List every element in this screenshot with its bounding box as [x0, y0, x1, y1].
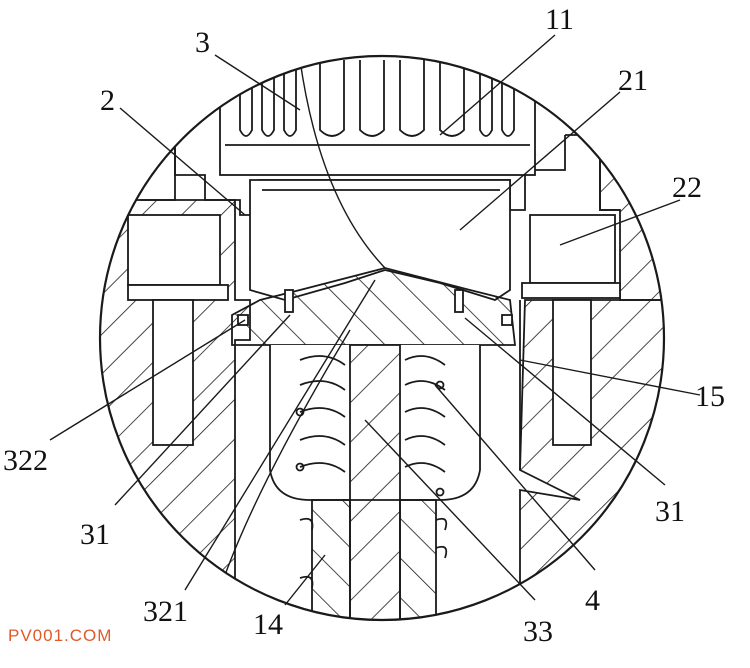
- label-11: 11: [545, 3, 574, 36]
- leader-lines: [49, 34, 701, 606]
- guide-14-left: [311, 499, 351, 620]
- label-4: 4: [585, 584, 600, 617]
- watermark: PV001.COM: [8, 626, 113, 645]
- label-31-left: 31: [80, 518, 110, 551]
- detail-circle: [98, 54, 666, 622]
- label-15: 15: [695, 380, 725, 413]
- left-insert: [127, 214, 221, 286]
- fins: [239, 60, 515, 137]
- label-2: 2: [100, 84, 115, 117]
- label-31-right: 31: [655, 495, 685, 528]
- housing-right-wall: [519, 299, 664, 620]
- guide-14-right: [399, 499, 437, 620]
- label-21: 21: [618, 64, 648, 97]
- label-3: 3: [195, 26, 210, 59]
- right-insert: [529, 214, 616, 284]
- label-33: 33: [523, 615, 553, 648]
- shaft-33: [349, 344, 401, 620]
- label-22: 22: [672, 171, 702, 204]
- label-322: 322: [3, 444, 48, 477]
- fin-block: [219, 56, 536, 176]
- label-14: 14: [253, 608, 283, 641]
- label-321: 321: [143, 595, 188, 628]
